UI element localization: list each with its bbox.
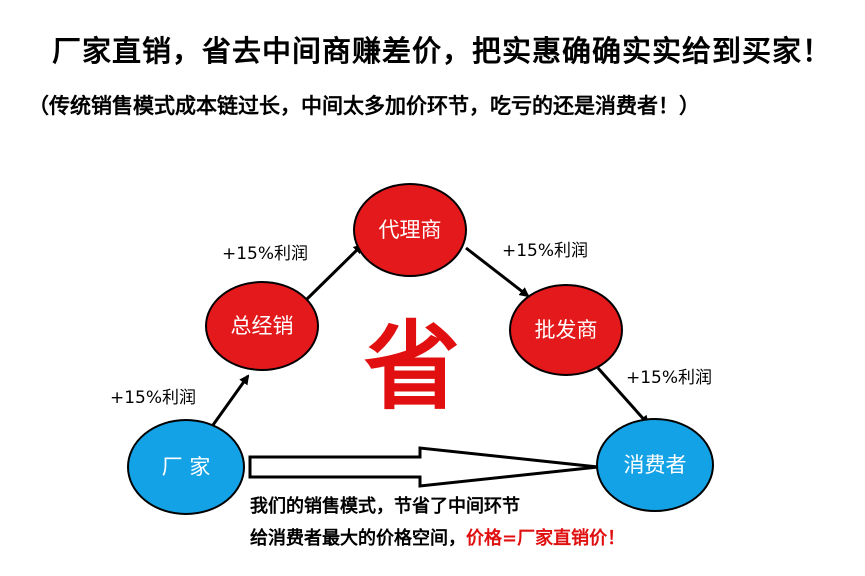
page-title: 厂家直销，省去中间商赚差价，把实惠确确实实给到买家！	[52, 34, 833, 68]
node-consumer-label: 消费者	[624, 453, 687, 477]
node-general-distributor: 总经销	[205, 281, 319, 371]
profit-label-wholesaler-consumer: +15%利润	[626, 368, 712, 388]
note-line-2: 给消费者最大的价格空间，价格=厂家直销价！	[250, 524, 625, 550]
arrow-agent-to-wholesaler	[465, 246, 530, 298]
node-agent-label: 代理商	[379, 218, 442, 242]
note-line-2-text: 给消费者最大的价格空间，	[250, 528, 466, 549]
node-wholesaler: 批发商	[509, 284, 623, 376]
save-character: 省	[364, 310, 460, 423]
profit-label-factory-general: +15%利润	[110, 388, 196, 408]
direct-sale-arrow	[248, 446, 599, 488]
node-consumer: 消费者	[596, 418, 714, 512]
note-line-1: 我们的销售模式，节省了中间环节	[250, 496, 520, 517]
arrow-wholesaler-to-consumer	[596, 367, 650, 426]
arrow-general-to-agent	[304, 243, 364, 302]
profit-label-agent-wholesaler: +15%利润	[502, 241, 588, 261]
node-general-distributor-label: 总经销	[231, 314, 294, 338]
price-highlight: 价格=厂家直销价！	[466, 528, 626, 549]
node-agent: 代理商	[353, 183, 467, 277]
profit-label-general-agent: +15%利润	[222, 244, 308, 264]
node-factory: 厂 家	[127, 419, 245, 515]
arrow-factory-to-general	[206, 374, 250, 433]
page-subtitle: （传统销售模式成本链过长，中间太多加价环节，吃亏的还是消费者！）	[28, 94, 700, 118]
node-factory-label: 厂 家	[162, 455, 211, 479]
node-wholesaler-label: 批发商	[535, 318, 598, 342]
